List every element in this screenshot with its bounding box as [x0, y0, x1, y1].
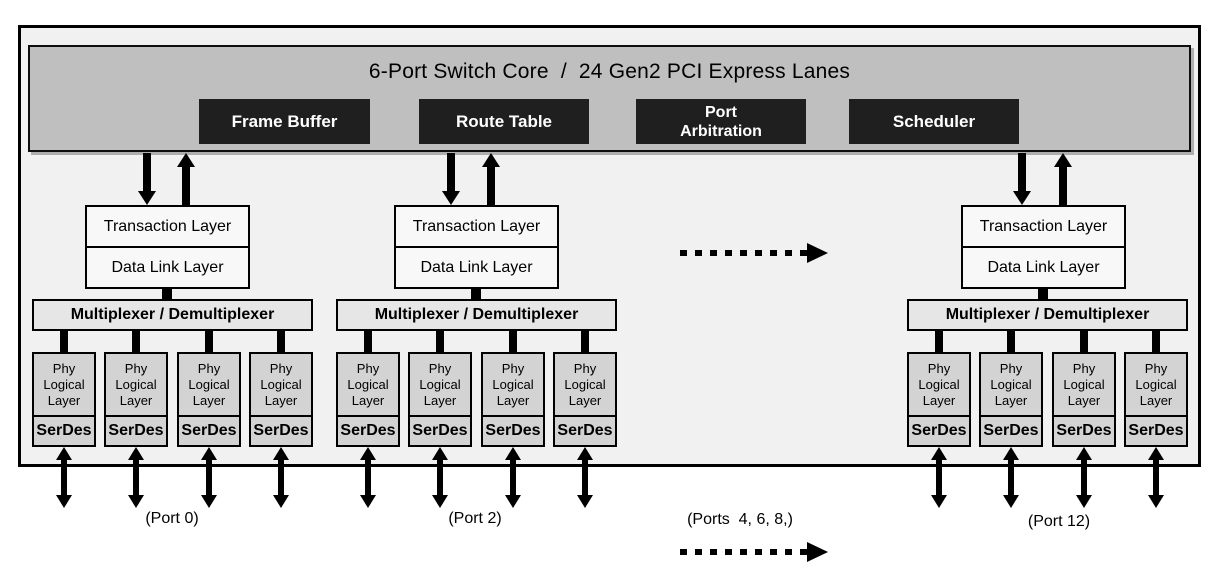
serdes-label: SerDes	[106, 415, 166, 445]
bidi-arrow-icon	[432, 447, 448, 508]
serdes-label: SerDes	[179, 415, 239, 445]
serdes-label: SerDes	[555, 415, 615, 445]
switch-core-title: 6-Port Switch Core / 24 Gen2 PCI Express…	[368, 60, 851, 83]
frame-buffer-block: Frame Buffer	[199, 99, 370, 144]
phy-logical-layer-label: Phy Logical Layer	[990, 361, 1032, 408]
phy-logical-layer-label: Phy Logical Layer	[347, 361, 389, 408]
dotted-arrow-head-icon	[807, 542, 828, 562]
serdes-label: SerDes	[1054, 415, 1114, 445]
phy-logical-layer-label: Phy Logical Layer	[115, 361, 157, 408]
stub-connector	[1152, 331, 1160, 352]
serdes-label: SerDes	[338, 415, 398, 445]
down-arrow-icon	[442, 153, 460, 205]
down-arrow-icon	[138, 153, 156, 205]
stub-connector	[436, 331, 444, 352]
up-arrow-icon	[177, 153, 195, 205]
port-label: (Port 12)	[1027, 513, 1091, 530]
layer-stack: Transaction Layer Data Link Layer	[961, 205, 1126, 289]
transaction-layer-box: Transaction Layer	[979, 217, 1108, 235]
multiplexer-box: Multiplexer / Demultiplexer	[907, 299, 1188, 331]
stub-connector	[60, 331, 68, 352]
serdes-label: SerDes	[251, 415, 311, 445]
stub-connector	[132, 331, 140, 352]
bidi-arrow-icon	[1003, 447, 1019, 508]
bidi-arrow-icon	[505, 447, 521, 508]
data-link-layer-box: Data Link Layer	[963, 246, 1124, 287]
serdes-label: SerDes	[410, 415, 470, 445]
bidi-arrow-icon	[1076, 447, 1092, 508]
serdes-label: SerDes	[34, 415, 94, 445]
bidi-arrow-icon	[360, 447, 376, 508]
bidi-arrow-icon	[128, 447, 144, 508]
data-link-layer-box: Data Link Layer	[87, 246, 248, 287]
dotted-arrow-icon	[680, 549, 807, 555]
serdes-label: SerDes	[981, 415, 1041, 445]
transaction-layer-box: Transaction Layer	[412, 217, 541, 235]
hidden-ports-label: (Ports 4, 6, 8,)	[687, 511, 793, 528]
bidi-arrow-icon	[1148, 447, 1164, 508]
port-label: (Port 2)	[448, 510, 502, 527]
serdes-label: SerDes	[909, 415, 969, 445]
bidi-arrow-icon	[577, 447, 593, 508]
stub-connector	[935, 331, 943, 352]
bidi-arrow-icon	[931, 447, 947, 508]
transaction-layer-box: Transaction Layer	[103, 217, 232, 235]
stub-connector	[205, 331, 213, 352]
port-label: (Port 0)	[145, 510, 199, 527]
up-arrow-icon	[1054, 153, 1072, 205]
bidi-arrow-icon	[273, 447, 289, 508]
serdes-label: SerDes	[483, 415, 543, 445]
data-link-layer-box: Data Link Layer	[396, 246, 557, 287]
stub-connector	[277, 331, 285, 352]
multiplexer-box: Multiplexer / Demultiplexer	[32, 299, 313, 331]
dotted-arrow-head-icon	[807, 243, 828, 263]
phy-logical-layer-label: Phy Logical Layer	[43, 361, 85, 408]
connector-square	[162, 289, 172, 299]
switch-core-bar: 6-Port Switch Core / 24 Gen2 PCI Express…	[28, 45, 1191, 152]
phy-logical-layer-label: Phy Logical Layer	[1063, 361, 1105, 408]
connector-square	[1038, 289, 1048, 299]
phy-logical-layer-label: Phy Logical Layer	[188, 361, 230, 408]
up-arrow-icon	[482, 153, 500, 205]
phy-logical-layer-label: Phy Logical Layer	[419, 361, 461, 408]
layer-stack: Transaction Layer Data Link Layer	[85, 205, 250, 289]
down-arrow-icon	[1013, 153, 1031, 205]
scheduler-block: Scheduler	[849, 99, 1019, 144]
connector-square	[471, 289, 481, 299]
multiplexer-box: Multiplexer / Demultiplexer	[336, 299, 617, 331]
port-arbitration-block: Port Arbitration	[636, 99, 806, 144]
stub-connector	[1007, 331, 1015, 352]
phy-logical-layer-label: Phy Logical Layer	[260, 361, 302, 408]
bidi-arrow-icon	[201, 447, 217, 508]
stub-connector	[364, 331, 372, 352]
phy-logical-layer-label: Phy Logical Layer	[918, 361, 960, 408]
route-table-block: Route Table	[419, 99, 589, 144]
stub-connector	[509, 331, 517, 352]
stub-connector	[581, 331, 589, 352]
phy-logical-layer-label: Phy Logical Layer	[564, 361, 606, 408]
phy-logical-layer-label: Phy Logical Layer	[492, 361, 534, 408]
bidi-arrow-icon	[56, 447, 72, 508]
phy-logical-layer-label: Phy Logical Layer	[1135, 361, 1177, 408]
dotted-arrow-icon	[680, 250, 807, 256]
layer-stack: Transaction Layer Data Link Layer	[394, 205, 559, 289]
stub-connector	[1080, 331, 1088, 352]
serdes-label: SerDes	[1126, 415, 1186, 445]
